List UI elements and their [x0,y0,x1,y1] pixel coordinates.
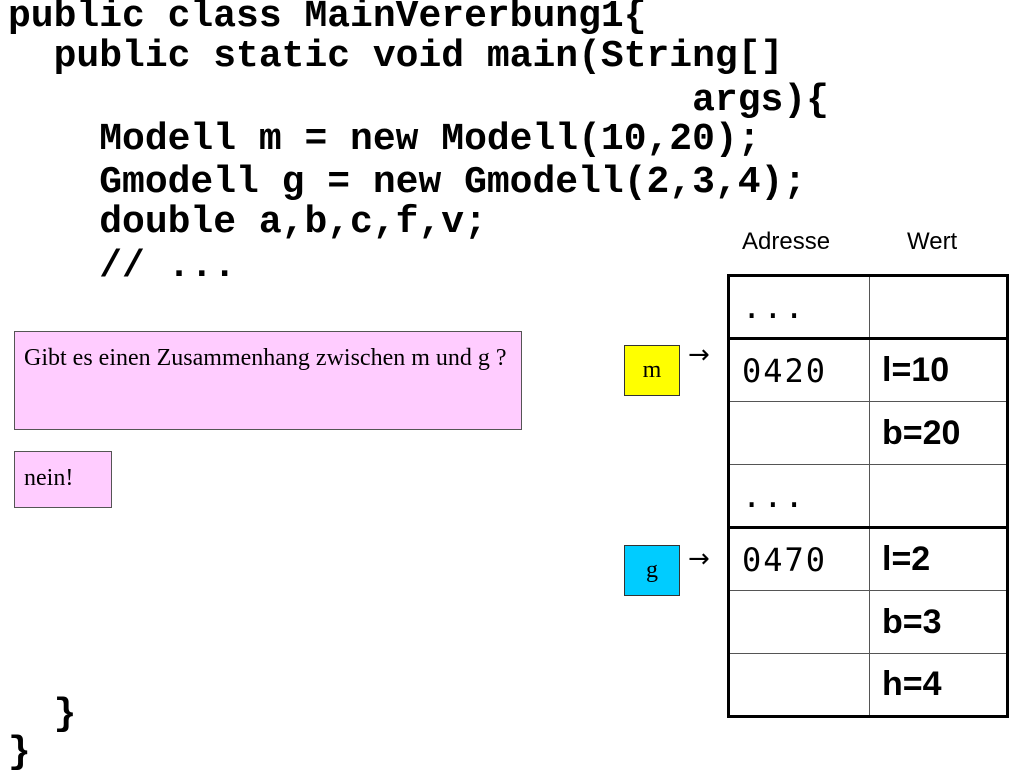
address-cell: 0470 [728,526,870,591]
code-line-close-method: } [8,693,77,736]
address-cell [728,653,870,717]
value-cell: l=10 [869,337,1008,402]
code-line-double: double a,b,c,f,v; [8,201,487,244]
table-row: 0420 l=10 [728,337,1008,402]
table-row: b=3 [728,590,1008,654]
table-row: ... [728,464,1008,528]
code-line-modell: Modell m = new Modell(10,20); [8,118,761,161]
address-column-header: Adresse [742,228,831,255]
value-cell: b=3 [869,590,1008,654]
memory-table: ... 0420 l=10 b=20 ... 0470 l=2 b=3 h=4 [727,274,1009,718]
answer-note: nein! [14,451,112,508]
code-line-gmodell: Gmodell g = new Gmodell(2,3,4); [8,161,807,204]
question-note: Gibt es einen Zusammenhang zwischen m un… [14,331,522,430]
value-cell [869,464,1008,528]
table-row: ... [728,275,1008,339]
value-cell [869,275,1008,339]
code-line-args: args){ [8,79,829,122]
code-line-close-class: } [8,731,31,774]
code-line-main: public static void main(String[] [8,35,784,78]
address-cell: ... [728,464,870,528]
address-cell [728,401,870,465]
right-arrow-icon: → [688,544,710,574]
code-line-class: public class MainVererbung1{ [8,0,647,38]
value-column-header: Wert [907,228,958,255]
code-line-comment: // ... [8,245,237,288]
value-cell: l=2 [869,526,1008,591]
value-cell: b=20 [869,401,1008,465]
table-row: b=20 [728,401,1008,465]
variable-g-box: g [624,545,680,596]
table-row: h=4 [728,653,1008,717]
address-cell [728,590,870,654]
value-cell: h=4 [869,653,1008,717]
address-cell: ... [728,275,870,339]
variable-m-box: m [624,345,680,396]
address-cell: 0420 [728,337,870,402]
right-arrow-icon: → [688,340,710,370]
table-row: 0470 l=2 [728,526,1008,591]
